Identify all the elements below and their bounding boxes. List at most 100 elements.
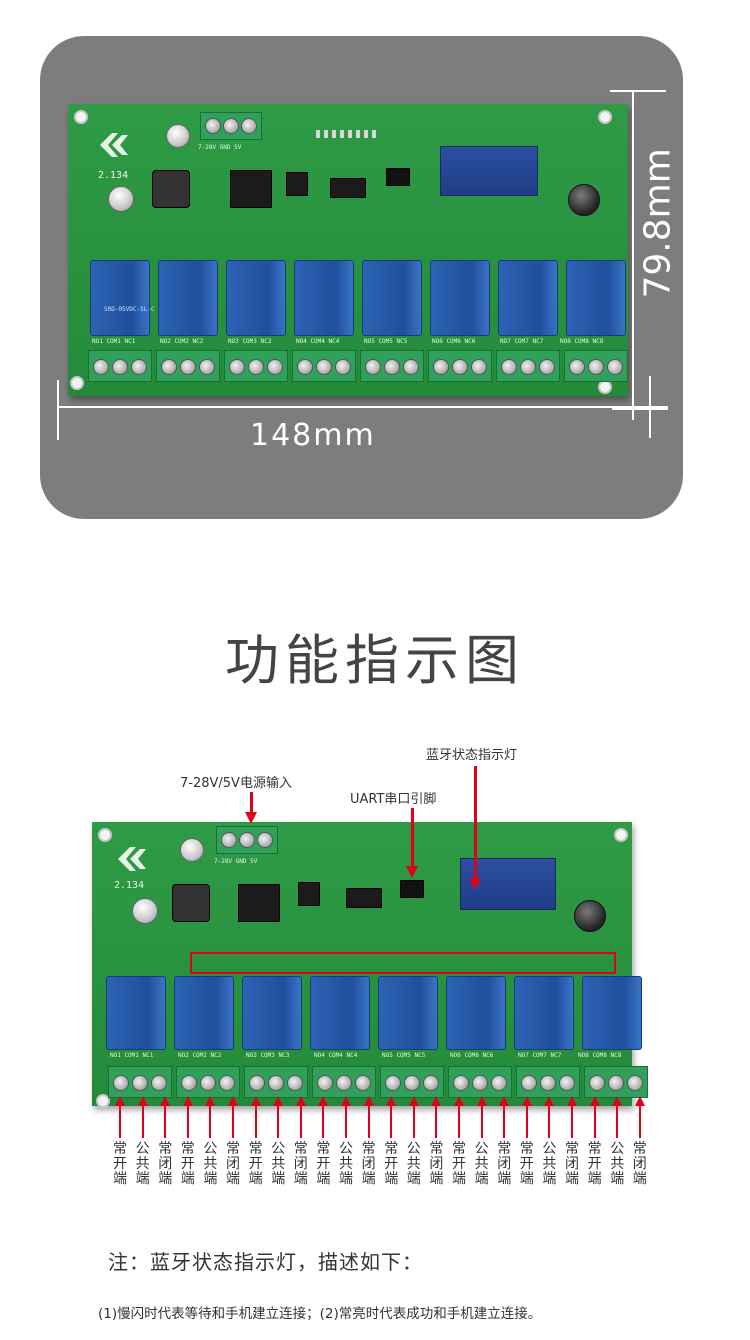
power-input-annotation: 7-28V/5V电源输入 [180, 776, 292, 791]
note-heading: 注：蓝牙状态指示灯，描述如下： [108, 1250, 423, 1274]
terminal-arrow-head [612, 1096, 623, 1106]
relay-model-silk: SRD-05VDC-SL-C [104, 306, 155, 313]
bluetooth-module [440, 146, 538, 196]
relay [514, 976, 574, 1050]
capacitor [132, 898, 158, 924]
terminal-arrow-head [386, 1096, 397, 1106]
relay [226, 260, 286, 336]
uart-pins-arrow [411, 808, 414, 868]
uart-header [400, 880, 424, 898]
channel-silk-label: NO8 COM8 NC8 [560, 338, 604, 345]
channel-silk-label: NO2 COM2 NC2 [160, 338, 204, 345]
channel-silk-label: NO3 COM3 NC3 [246, 1052, 290, 1059]
driver-ic [330, 178, 366, 198]
relay [582, 976, 642, 1050]
channel-silk-label: NO7 COM7 NC7 [500, 338, 544, 345]
relay-led-highlight-box [190, 952, 616, 974]
terminal-label: 常闭端 [497, 1141, 512, 1187]
terminal-label: 常闭端 [226, 1141, 240, 1187]
relay [158, 260, 218, 336]
terminal-label: 常开端 [113, 1141, 127, 1187]
relay [310, 976, 370, 1050]
brand-logo [98, 132, 134, 158]
transistor-chip [286, 172, 308, 196]
power-terminal-silk: 7-28V GND 5V [214, 858, 258, 865]
terminal-arrow [119, 1104, 121, 1138]
terminal-arrow [480, 1104, 483, 1138]
width-dimension-tick [649, 376, 651, 438]
terminal-label: 常开端 [384, 1141, 399, 1187]
channel-silk-label: NO4 COM4 NC4 [314, 1052, 358, 1059]
terminal-label: 常开端 [587, 1141, 602, 1187]
channel-silk-label: NO4 COM4 NC4 [296, 338, 340, 345]
width-dimension-label: 148mm [250, 418, 376, 453]
channel-silk-label: NO5 COM5 NC5 [364, 338, 408, 345]
terminal-arrow-head [431, 1096, 442, 1106]
relay [242, 976, 302, 1050]
mount-hole [614, 828, 628, 842]
terminal-label: 常开端 [452, 1141, 466, 1187]
relay [566, 260, 626, 336]
terminal-function-labels: 常开端公共端常闭端常开端公共端常闭端常开端公共端常闭端常开端公共端常闭端常开端公… [0, 1096, 750, 1206]
terminal-arrow-head [363, 1096, 374, 1106]
terminal-arrow [638, 1104, 641, 1138]
terminal-arrow [367, 1104, 370, 1138]
uart-pins-annotation: UART串口引脚 [350, 792, 437, 807]
relay-row-bottom [106, 976, 646, 1050]
terminal-arrow-head [476, 1096, 487, 1106]
relay [90, 260, 150, 336]
terminal-arrow [593, 1104, 596, 1138]
bt-status-led-annotation: 蓝牙状态指示灯 [426, 748, 518, 763]
terminal-arrow [277, 1104, 280, 1138]
capacitor [166, 124, 190, 148]
brand-logo [116, 846, 152, 872]
uart-pins-arrow-head [406, 866, 418, 878]
capacitor [574, 900, 606, 932]
terminal-arrow [254, 1104, 257, 1138]
terminal-arrow [525, 1104, 528, 1138]
terminal-label: 常闭端 [361, 1141, 376, 1187]
terminal-arrow [322, 1104, 325, 1138]
terminal-label: 常开端 [248, 1141, 263, 1187]
bt-status-led-arrow-head [469, 878, 481, 890]
terminal-arrow-head [589, 1096, 600, 1106]
terminal-label: 公共端 [203, 1141, 218, 1187]
relay [174, 976, 234, 1050]
terminal-arrow-head [182, 1096, 193, 1106]
terminal-arrow [141, 1104, 144, 1138]
terminal-label: 公共端 [339, 1141, 353, 1187]
section-title: 功能指示图 [225, 629, 525, 692]
terminal-label: 常闭端 [429, 1141, 444, 1187]
terminal-label: 公共端 [271, 1141, 286, 1187]
terminal-arrow-head [228, 1096, 238, 1106]
mount-hole [98, 828, 112, 842]
terminal-arrow [412, 1104, 415, 1138]
terminal-arrow [548, 1104, 551, 1138]
terminal-label: 常闭端 [565, 1141, 579, 1187]
terminal-arrow-head [205, 1096, 216, 1106]
power-input-arrow-head [245, 812, 257, 824]
terminal-label: 常开端 [519, 1141, 534, 1187]
terminal-arrow-head [341, 1096, 351, 1106]
terminal-arrow-head [115, 1096, 125, 1106]
mount-hole-top-left [74, 110, 88, 124]
height-dimension-tick [610, 90, 666, 92]
transistor-chip [298, 882, 320, 906]
terminal-label: 常开端 [180, 1141, 195, 1187]
terminal-label: 公共端 [406, 1141, 421, 1187]
mount-hole-bottom-right [598, 380, 612, 394]
channel-silk-label: NO6 COM6 NC6 [432, 338, 476, 345]
height-dimension-line [632, 90, 634, 420]
uart-header [386, 168, 410, 186]
terminal-arrow [232, 1104, 234, 1138]
mount-hole-top-right [598, 110, 612, 124]
terminal-arrow-head [273, 1096, 284, 1106]
regulator-chip [238, 884, 280, 922]
terminal-arrow [571, 1104, 573, 1138]
power-input-arrow [250, 792, 253, 814]
mount-hole [96, 1094, 110, 1108]
regulator-chip [230, 170, 272, 208]
terminal-arrow-head [318, 1096, 329, 1106]
terminal-arrow [503, 1104, 506, 1138]
relay [498, 260, 558, 336]
